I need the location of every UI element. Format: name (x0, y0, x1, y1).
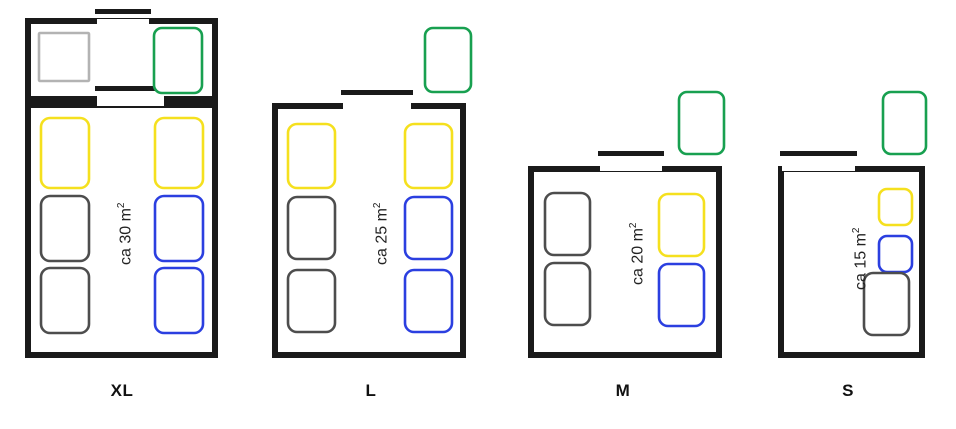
door-opening-entry-door-top (97, 19, 149, 29)
door-leaf-interior-door[interactable] (95, 86, 166, 91)
floorplan-s (778, 90, 928, 358)
area-unit-exponent: 2 (372, 202, 383, 209)
furniture-gray-unit-left-lower[interactable] (543, 261, 592, 327)
area-annotation-s: ca 15 m2 (851, 228, 870, 290)
area-value: ca 30 m (117, 208, 135, 265)
furniture-green-unit[interactable] (152, 26, 204, 95)
door-leaf-entry-door-top[interactable] (341, 90, 413, 95)
furniture-gray-unit-left-upper[interactable] (543, 191, 592, 257)
door-opening-interior-door (97, 96, 164, 106)
area-unit-exponent: 2 (116, 202, 127, 209)
floorplan-xl (25, 9, 218, 358)
area-annotation-xl: ca 30 m2 (116, 203, 135, 265)
size-label-s: S (842, 381, 854, 400)
door-leaf-entry-door-top[interactable] (780, 151, 857, 156)
furniture-yellow-unit[interactable] (877, 187, 914, 227)
door-leaf-entry-door-top[interactable] (598, 151, 664, 156)
door-opening-entry-door-top (343, 100, 411, 110)
furniture-blue-unit-right-upper[interactable] (403, 195, 454, 261)
furniture-gray-unit[interactable] (862, 271, 911, 337)
furniture-gray-unit-left-lower[interactable] (286, 268, 337, 334)
furniture-yellow-unit-right[interactable] (657, 192, 706, 258)
area-value: ca 20 m (629, 228, 647, 285)
floorplan-m (528, 90, 726, 358)
furniture-green-unit-outside[interactable] (881, 90, 928, 156)
furniture-blue-unit-right[interactable] (657, 262, 706, 328)
area-annotation-l: ca 25 m2 (372, 203, 391, 265)
door-opening-entry-door-top (782, 161, 855, 171)
door-opening-entry-door-top (600, 161, 662, 171)
furniture-green-unit-outside[interactable] (677, 90, 726, 156)
furniture-yellow-unit-left[interactable] (286, 122, 337, 190)
floorplan-l (272, 26, 473, 358)
furniture-blue-unit-right-lower[interactable] (153, 266, 205, 335)
furniture-green-unit-outside[interactable] (423, 26, 473, 94)
area-unit-exponent: 2 (628, 222, 639, 229)
furniture-yellow-unit-right[interactable] (403, 122, 454, 190)
area-unit-exponent: 2 (851, 227, 862, 234)
furniture-yellow-unit-left[interactable] (39, 116, 91, 190)
size-label-m: M (615, 381, 631, 400)
area-value: ca 15 m (852, 233, 870, 290)
furniture-gray-unit-left-upper[interactable] (286, 195, 337, 261)
furniture-gray-unit-left-upper[interactable] (39, 194, 91, 263)
area-annotation-m: ca 20 m2 (628, 223, 647, 285)
furniture-storage-box[interactable] (37, 31, 91, 83)
furniture-blue-unit[interactable] (877, 234, 914, 274)
door-leaf-entry-door-top[interactable] (95, 9, 151, 14)
furniture-gray-unit-left-lower[interactable] (39, 266, 91, 335)
furniture-blue-unit-right-upper[interactable] (153, 194, 205, 263)
furniture-yellow-unit-right[interactable] (153, 116, 205, 190)
area-value: ca 25 m (373, 208, 391, 265)
size-label-xl: XL (110, 381, 134, 400)
furniture-blue-unit-right-lower[interactable] (403, 268, 454, 334)
size-label-l: L (365, 381, 377, 400)
